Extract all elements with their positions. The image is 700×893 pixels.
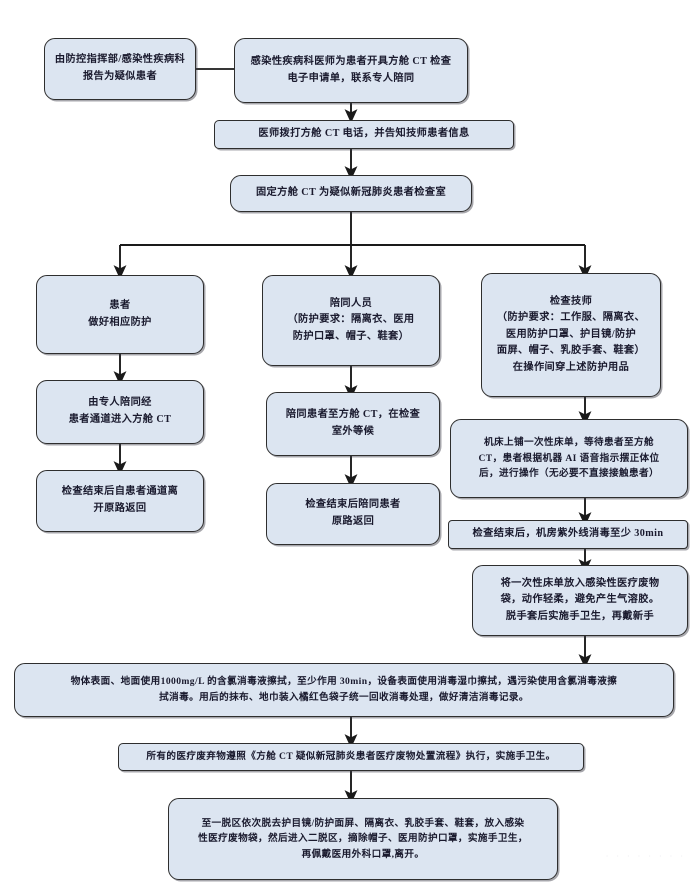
node-line: 医师拨打方舱 CT 电话，并告知技师患者信息 — [258, 128, 470, 140]
node-line: 感染性疾病科医师为患者开具方舱 CT 检查 — [250, 55, 452, 67]
node-line: 后，进行操作（无必要不直接接触患者） — [479, 468, 659, 480]
node-escort-return[interactable]: 检查结束后陪同患者 原路返回 — [266, 483, 440, 545]
node-line: 脱手套后实施手卫生，再戴新手 — [505, 610, 655, 622]
node-bed-sheet-and-scan[interactable]: 机床上铺一次性床单，等待患者至方舱 CT，患者根据机器 AI 语音指示摆正体位 … — [450, 419, 688, 498]
node-line: 物体表面、地面使用1000mg/L 的含氯消毒液擦拭，至少作用 30min，设备… — [70, 676, 618, 688]
node-surface-disinfection[interactable]: 物体表面、地面使用1000mg/L 的含氯消毒液擦拭，至少作用 30min，设备… — [14, 663, 674, 717]
node-line: CT，患者根据机器 AI 语音指示摆正体位 — [478, 452, 660, 464]
node-patient-return-route[interactable]: 检查结束后自患者通道离 开原路返回 — [36, 470, 204, 532]
node-patient-protection[interactable]: 患者 做好相应防护 — [36, 275, 204, 354]
node-line: 室外等候 — [331, 426, 375, 437]
node-line: 电子申请单，联系专人陪同 — [287, 72, 415, 84]
node-line: 在操作间穿上述防护用品 — [512, 361, 630, 373]
node-line: 检查结束后自患者通道离 — [61, 486, 179, 498]
node-line: 由专人陪同经 — [88, 397, 152, 409]
node-patient-escort-route[interactable]: 由专人陪同经 患者通道进入方舱 CT — [36, 380, 204, 444]
node-line: 开原路返回 — [93, 503, 147, 514]
node-line: 原路返回 — [331, 516, 375, 527]
node-line: 检查技师 — [549, 295, 593, 307]
node-line: 检查结束后陪同患者 — [305, 499, 401, 511]
watermark: · · · · · · · · — [605, 852, 686, 861]
node-doffing-areas[interactable]: 至一脱区依次脱去护目镜/防护面屏、隔离衣、乳胶手套、鞋套，放入感染 性医疗废物袋… — [168, 798, 558, 880]
node-line: 陪同患者至方舱 CT，在检查 — [285, 409, 421, 421]
node-line: 将一次性床单放入感染性医疗废物 — [500, 577, 660, 589]
node-escort-staff-ppe[interactable]: 陪同人员 （防护要求：隔离衣、医用 防护口罩、帽子、鞋套） — [262, 275, 440, 366]
node-line: 医用防护口罩、护目镜/防护 — [505, 328, 637, 340]
node-line: 患者 — [109, 299, 131, 311]
node-line: 陪同人员 — [329, 297, 373, 309]
node-line: 检查结束后，机房紫外线消毒至少 30min — [472, 528, 664, 540]
node-technician-ppe[interactable]: 检查技师 （防护要求：工作服、隔离衣、 医用防护口罩、护目镜/防护 面屏、帽子、… — [481, 273, 661, 397]
node-line: 报告为疑似患者 — [82, 71, 158, 82]
node-line: 机床上铺一次性床单，等待患者至方舱 — [484, 437, 654, 449]
node-line: （防护要求：工作服、隔离衣、 — [496, 312, 646, 324]
node-line: 袋，动作轻柔，避免产生气溶胶。 — [500, 594, 660, 606]
node-uv-disinfection[interactable]: 检查结束后，机房紫外线消毒至少 30min — [448, 520, 688, 549]
node-line: 患者通道进入方舱 CT — [68, 414, 172, 425]
node-line: 再佩戴医用外科口罩,离开。 — [301, 848, 425, 860]
node-line: 拭消毒。用后的抹布、地巾装入橘红色袋子统一回收消毒处理，做好清洁消毒记录。 — [159, 692, 529, 703]
node-doctor-calls-ct[interactable]: 医师拨打方舱 CT 电话，并告知技师患者信息 — [214, 120, 514, 149]
node-line: 做好相应防护 — [88, 316, 152, 328]
node-line: 由防控指挥部/感染性疾病科 — [54, 54, 186, 66]
node-dispose-sheet-hand-hygiene[interactable]: 将一次性床单放入感染性医疗废物 袋，动作轻柔，避免产生气溶胶。 脱手套后实施手卫… — [472, 565, 688, 636]
node-report-suspected-case[interactable]: 由防控指挥部/感染性疾病科 报告为疑似患者 — [44, 38, 196, 100]
node-line: 固定方舱 CT 为疑似新冠肺炎患者检查室 — [255, 187, 447, 199]
node-line: （防护要求：隔离衣、医用 — [287, 314, 415, 326]
node-line: 至一脱区依次脱去护目镜/防护面屏、隔离衣、乳胶手套、鞋套，放入感染 — [201, 817, 525, 829]
node-line: 面屏、帽子、乳胶手套、鞋套） — [496, 345, 646, 357]
node-medical-waste-procedure[interactable]: 所有的医疗废弃物遵照《方舱 CT 疑似新冠肺炎患者医疗废物处置流程》执行，实施手… — [118, 743, 584, 771]
node-escort-wait-outside[interactable]: 陪同患者至方舱 CT，在检查 室外等候 — [266, 392, 440, 456]
node-designate-ct-room[interactable]: 固定方舱 CT 为疑似新冠肺炎患者检查室 — [230, 175, 472, 212]
node-doctor-order-ct[interactable]: 感染性疾病科医师为患者开具方舱 CT 检查 电子申请单，联系专人陪同 — [234, 38, 468, 103]
node-line: 防护口罩、帽子、鞋套） — [292, 330, 410, 342]
node-line: 所有的医疗废弃物遵照《方舱 CT 疑似新冠肺炎患者医疗废物处置流程》执行，实施手… — [146, 751, 556, 763]
node-line: 性医疗废物袋，然后进入二脱区，摘除帽子、医用防护口罩，实施手卫生， — [198, 833, 528, 845]
